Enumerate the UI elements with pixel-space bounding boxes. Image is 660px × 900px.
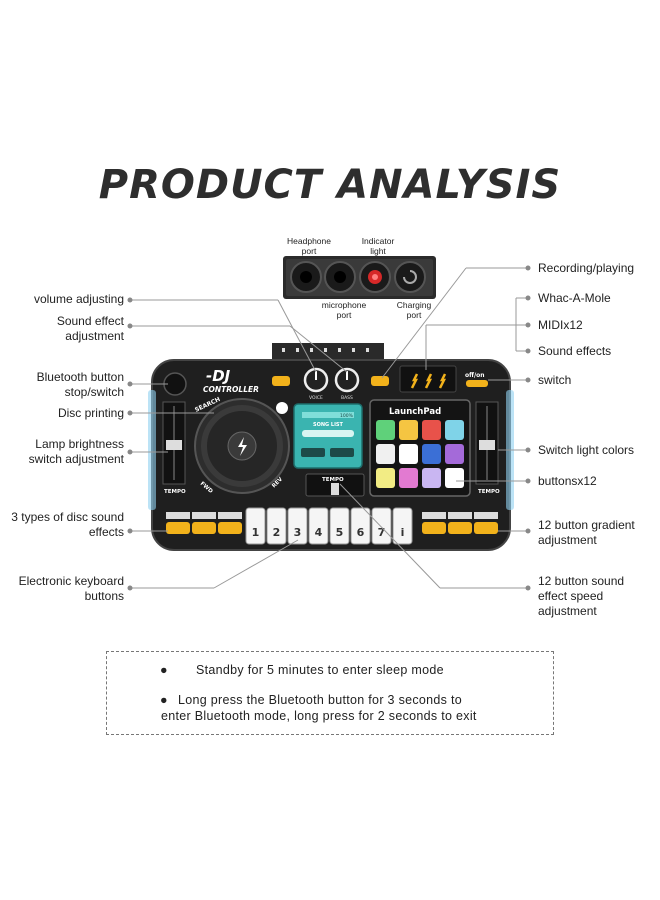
callout-sound-effect: Sound effect adjustment [56, 314, 124, 343]
launchpad-pad[interactable] [399, 444, 418, 464]
launchpad-pad[interactable] [376, 468, 395, 488]
keyboard-key-label: 5 [336, 526, 344, 539]
headphone-port-label: Headphone port [287, 236, 331, 256]
keyboard-key-label: 7 [378, 526, 386, 539]
note-1: Standby for 5 minutes to enter sleep mod… [196, 663, 444, 677]
launchpad-pad[interactable] [445, 468, 464, 488]
song-selector[interactable] [302, 430, 354, 437]
charging-port-label: Charging port [396, 300, 432, 320]
callout-disc-effects: 3 types of disc sound effects [11, 510, 124, 539]
launchpad-pad[interactable] [399, 468, 418, 488]
callout-light-colors: Switch light colors [538, 443, 635, 457]
callout-gradient: 12 button gradient adjustment [538, 518, 635, 547]
callout-speed: 12 button sound effect speed adjustment [538, 574, 625, 618]
speed-button[interactable] [448, 522, 472, 534]
keyboard-key-label: 6 [357, 526, 365, 539]
dj-controller: -DJ CONTROLLER VOICE BASS off/on TEMPO S… [148, 343, 514, 551]
callout-recording: Recording/playing [538, 261, 635, 275]
callout-midi: MIDIx12 [538, 318, 583, 332]
launchpad-pad[interactable] [376, 420, 395, 440]
keyboard-key-label: 2 [273, 526, 281, 539]
keyboard-key-label: 3 [294, 526, 302, 539]
disc-effect-button-2[interactable] [192, 522, 216, 534]
launchpad-pad[interactable] [422, 420, 441, 440]
keyboard-key[interactable] [350, 507, 371, 545]
port-strip [283, 256, 436, 299]
charging-port-icon [394, 261, 426, 293]
disc-effect-button-1[interactable] [166, 522, 190, 534]
callout-bluetooth: Bluetooth button stop/switch [36, 370, 124, 399]
tempo-slider-center[interactable] [331, 483, 339, 495]
launchpad-pad[interactable] [422, 468, 441, 488]
prev-play-buttons[interactable] [301, 448, 325, 457]
off-on-label: off/on [465, 372, 485, 379]
tempo-slider-left[interactable] [166, 440, 182, 450]
midi-icon[interactable] [424, 373, 433, 389]
sound-effect-button[interactable] [272, 376, 290, 386]
song-list-label: SONG LIST [313, 422, 344, 428]
keyboard-key[interactable] [266, 507, 287, 545]
keyboard-key[interactable] [287, 507, 308, 545]
launchpad-pad[interactable] [376, 444, 395, 464]
callout-whac: Whac-A-Mole [538, 291, 611, 305]
callout-dots [127, 265, 531, 591]
page-title: PRODUCT ANALYSIS [98, 162, 562, 208]
keyboard-key[interactable] [371, 507, 392, 545]
callout-sound-effects: Sound effects [538, 344, 612, 358]
next-buttons[interactable] [330, 448, 354, 457]
callout-switch: switch [538, 373, 572, 387]
recording-button[interactable] [371, 376, 389, 386]
launchpad-pad[interactable] [445, 420, 464, 440]
keyboard-key[interactable] [329, 507, 350, 545]
sound-effects-icon[interactable] [438, 373, 447, 389]
tempo-center-label: TEMPO [322, 477, 344, 483]
keyboard-key-label: 1 [252, 526, 260, 539]
brand-logo: -DJ [206, 367, 231, 385]
keyboard-key-label: 4 [315, 526, 323, 539]
keyboard-key-label: i [401, 526, 405, 539]
note-2-line-2: enter Bluetooth mode, long press for 2 s… [161, 709, 477, 723]
keyboard-key[interactable] [308, 507, 329, 545]
disc-mode-button[interactable] [276, 402, 288, 414]
launchpad-pad[interactable] [399, 420, 418, 440]
launchpad-label: LaunchPad [389, 407, 441, 417]
indicator-light-label: Indicator light [361, 236, 395, 256]
note-bullet-1: ● [160, 663, 168, 677]
microphone-port-label: microphone port [321, 300, 367, 320]
keyboard-key[interactable] [245, 507, 266, 545]
gradient-button[interactable] [422, 522, 446, 534]
note-2-line-1: Long press the Bluetooth button for 3 se… [178, 693, 463, 707]
callout-lamp: Lamp brightness switch adjustment [28, 437, 124, 466]
bass-label: BASS [341, 395, 353, 401]
callout-disc-printing: Disc printing [57, 406, 124, 420]
tempo-left-label: TEMPO [164, 489, 186, 495]
color-button[interactable] [474, 522, 498, 534]
keyboard-key[interactable] [392, 507, 413, 545]
tempo-right-label: TEMPO [478, 489, 500, 495]
disc-effect-button-3[interactable] [218, 522, 242, 534]
voice-label: VOICE [309, 395, 323, 401]
tempo-slider-right[interactable] [479, 440, 495, 450]
callout-buttons: buttonsx12 [538, 474, 597, 488]
callout-keyboard: Electronic keyboard buttons [18, 574, 124, 603]
note-bullet-2: ● [160, 693, 168, 707]
controller-logo: CONTROLLER [203, 385, 259, 394]
launchpad-pad[interactable] [422, 444, 441, 464]
notes-box [106, 651, 554, 735]
launchpad-pad[interactable] [445, 444, 464, 464]
volume-percent: 100% [340, 413, 354, 419]
launchpad-pads [376, 420, 464, 488]
whac-a-mole-icon[interactable] [410, 373, 419, 389]
power-switch[interactable] [466, 380, 488, 387]
bolt-icon [238, 437, 247, 456]
callout-lines [130, 267, 528, 589]
callout-volume: volume adjusting [33, 292, 124, 306]
